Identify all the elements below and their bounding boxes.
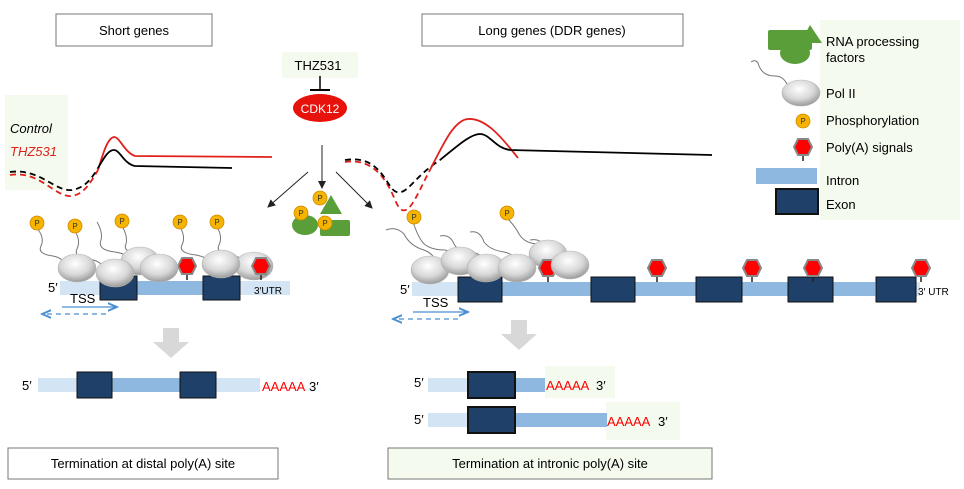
five-prime-label: 5′ [400, 282, 410, 297]
cdk12-kinase: CDK12 [293, 94, 347, 122]
arrow-left-icon [267, 171, 309, 208]
control-solid-curve [439, 133, 713, 161]
exon [787, 276, 834, 303]
phospho-icon [67, 218, 83, 234]
svg-text:AAAAA: AAAAA [546, 378, 590, 393]
svg-text:AAAAA: AAAAA [607, 414, 651, 429]
phospho-icon [172, 214, 188, 230]
phospho-icon [209, 214, 225, 230]
legend-rna-label: RNA processing [826, 34, 919, 49]
distal-termination-label: Termination at distal poly(A) site [7, 447, 279, 480]
phospho-icon [29, 215, 45, 231]
short-gene: 5′ 3′UTR TSS [29, 213, 290, 314]
control-solid-curve [97, 149, 233, 169]
rna-processing-factors-icon [292, 190, 350, 236]
exon-icon [775, 188, 819, 215]
intronic-transcript-long: 5′ AAAAA 3′ [414, 402, 680, 440]
legend-pol2-label: Pol II [826, 86, 856, 101]
svg-text:3′: 3′ [596, 378, 606, 393]
svg-text:Short genes: Short genes [99, 23, 170, 38]
legend-intron-label: Intron [826, 173, 859, 188]
svg-text:5′: 5′ [414, 375, 424, 390]
pol-ii-icon [550, 250, 590, 280]
polya-signal-icon [742, 259, 762, 283]
pol-ii-icon [57, 253, 97, 283]
thz531-solid-curve [429, 118, 519, 171]
pol-ii-icon [750, 60, 821, 107]
short-gene-profile [9, 136, 273, 197]
legend-phospho-label: Phosphorylation [826, 113, 919, 128]
control-dashed-curve [9, 167, 99, 191]
pol-ii-icon [139, 253, 179, 283]
svg-text:Termination at intronic poly(A: Termination at intronic poly(A) site [452, 456, 648, 471]
intron [137, 281, 205, 295]
legend: RNA processing factors Pol II Phosphoryl… [750, 20, 960, 220]
thz531-solid-curve [97, 136, 273, 171]
exon [875, 276, 917, 303]
svg-text:Termination at distal poly(A): Termination at distal poly(A) site [51, 456, 235, 471]
inhibition-bar-icon [310, 76, 330, 91]
svg-text:3′: 3′ [658, 414, 668, 429]
rna-processing-factors-icon [768, 25, 822, 64]
svg-text:3′: 3′ [309, 379, 319, 394]
thz531-dashed-curve [9, 169, 99, 197]
phospho-icon [114, 213, 130, 229]
curve-legend-bg [5, 95, 68, 190]
polya-signal-icon [647, 259, 667, 283]
down-arrow-icon [153, 328, 189, 358]
phospho-icon [499, 205, 515, 221]
pol-ii-icon [95, 258, 135, 288]
legend-rna-label-2: factors [826, 50, 866, 65]
pol-ii-icon [201, 249, 241, 279]
arrow-right-icon [335, 171, 373, 209]
intron-icon [756, 168, 817, 184]
legend-exon-label: Exon [826, 197, 856, 212]
thz531-dashed-curve [344, 160, 431, 212]
tss-label: TSS [70, 291, 96, 306]
long-genes-header: Long genes (DDR genes) [421, 13, 684, 47]
five-prime-label: 5′ [48, 280, 58, 295]
control-label: Control [10, 121, 53, 136]
drug-label-bg [282, 52, 358, 78]
svg-text:AAAAA: AAAAA [262, 379, 306, 394]
intronic-termination-label: Termination at intronic poly(A) site [387, 447, 713, 480]
svg-text:Long genes (DDR genes): Long genes (DDR genes) [478, 23, 625, 38]
thz531-label: THZ531 [10, 144, 57, 159]
phospho-icon [795, 113, 811, 129]
polya-signal-icon [793, 138, 813, 162]
legend-polya-label: Poly(A) signals [826, 140, 913, 155]
svg-text:5′: 5′ [22, 378, 32, 393]
utr-label: 3′UTR [254, 286, 282, 297]
exon [695, 276, 743, 303]
exon [202, 275, 241, 301]
short-genes-header: Short genes [55, 13, 213, 47]
long-gene-profile [344, 118, 713, 212]
down-arrow-icon [501, 320, 537, 350]
svg-text:CDK12: CDK12 [301, 102, 340, 116]
utr-label: 3′ UTR [918, 287, 949, 298]
intronic-transcript-short: 5′ AAAAA 3′ [414, 366, 615, 399]
long-gene: 5′ 3′ UTR TSS [385, 205, 949, 319]
pol-ii-icon [497, 253, 537, 283]
tss-label: TSS [423, 295, 449, 310]
short-gene-transcript: 5′ AAAAA 3′ [22, 371, 319, 399]
drug-label: THZ531 [295, 58, 342, 73]
branch-arrows [267, 145, 373, 209]
exon [590, 276, 636, 303]
control-dashed-curve [344, 158, 441, 194]
svg-text:5′: 5′ [414, 412, 424, 427]
phospho-icon [406, 209, 422, 225]
polya-signal-icon [177, 257, 197, 281]
